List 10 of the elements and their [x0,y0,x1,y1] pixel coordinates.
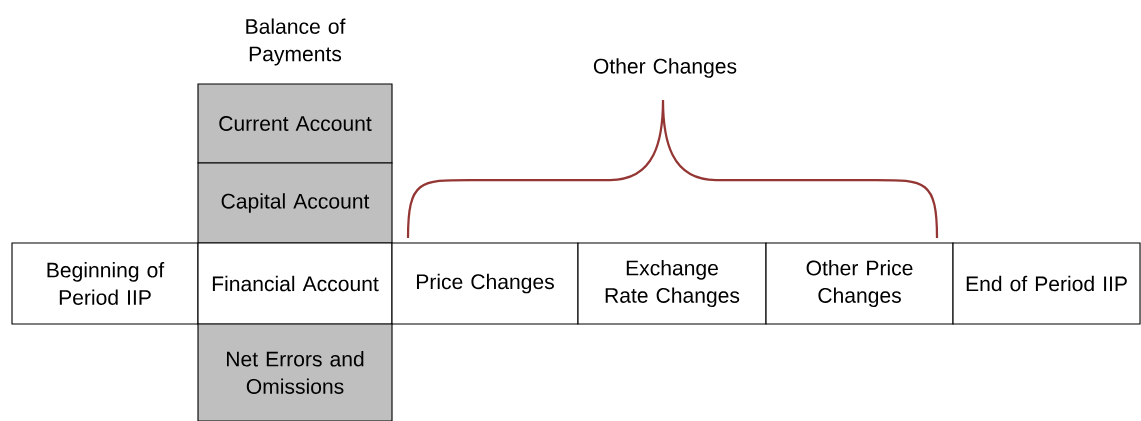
heading: Other Changes [593,58,737,78]
table-cell: Beginning of Period IIP [11,242,199,325]
table-cell: Financial Account [197,242,393,325]
account-box: Net Errors and Omissions [197,323,393,421]
account-box: Current Account [197,83,393,164]
table-cell: Exchange Rate Changes [577,242,767,325]
table-cell: Other Price Changes [765,242,954,325]
table-cell: End of Period IIP [952,242,1141,325]
account-box: Capital Account [197,162,393,244]
table-cell: Price Changes [391,242,579,325]
